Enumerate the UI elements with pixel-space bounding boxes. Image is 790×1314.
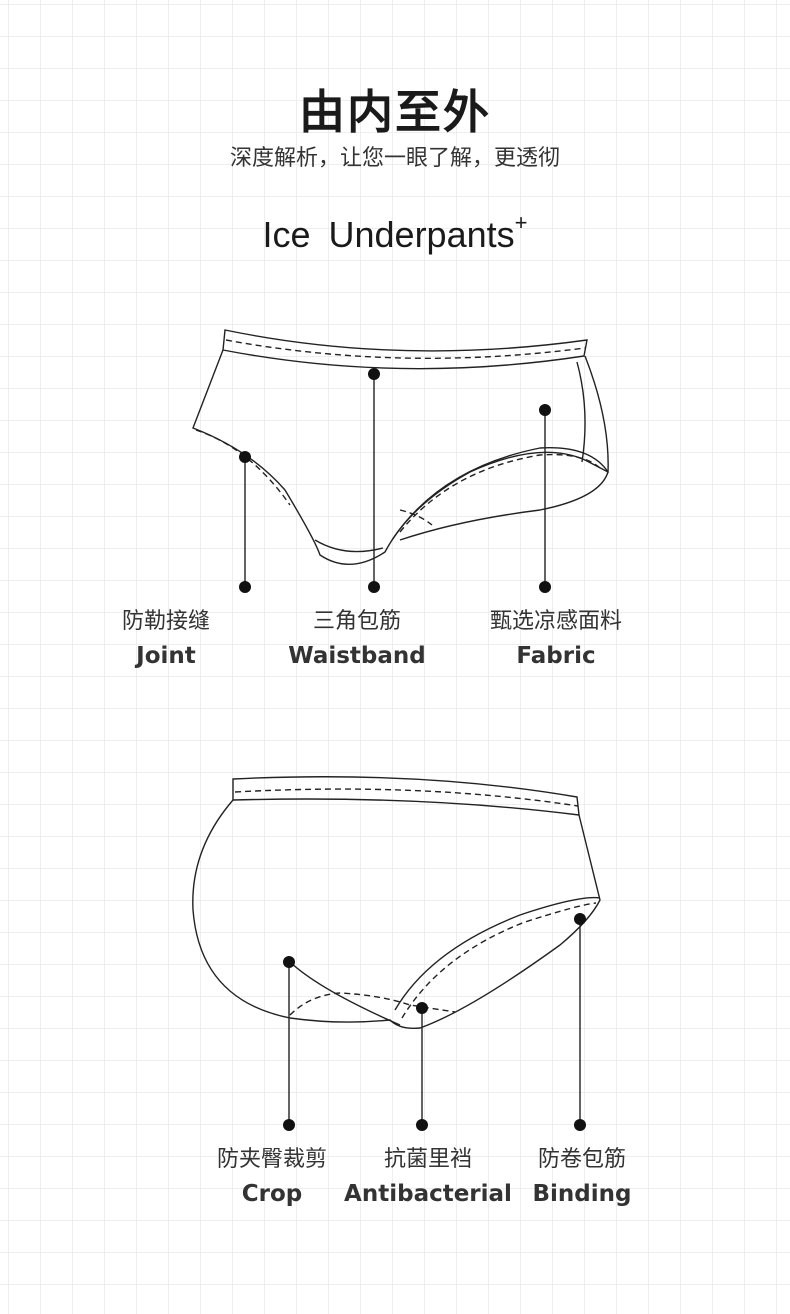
front-side-seam xyxy=(576,361,586,463)
dot-waistband-top xyxy=(368,368,380,380)
front-crotch-line xyxy=(314,539,384,553)
callout-antibacterial: 抗菌里裆 Antibacterial xyxy=(344,1145,512,1211)
front-callout-dots xyxy=(239,368,551,593)
product-plus-mark: + xyxy=(514,210,528,235)
callout-waistband-cn: 三角包筋 xyxy=(312,609,401,634)
dot-crop-bottom xyxy=(283,1119,295,1131)
back-waistband-stitch xyxy=(234,788,579,807)
callout-fabric-cn: 甄选凉感面料 xyxy=(489,609,623,634)
front-gusset-stitch xyxy=(399,509,433,526)
page-title: 由内至外 xyxy=(299,85,491,139)
callout-antibacterial-cn: 抗菌里裆 xyxy=(383,1147,472,1172)
back-body-shape xyxy=(192,799,601,1030)
front-waistband-shape xyxy=(222,329,588,370)
back-leg-stitch xyxy=(401,902,597,1019)
front-left-stitch xyxy=(195,429,291,506)
back-gusset-stitch xyxy=(289,992,456,1016)
callout-fabric-en: Fabric xyxy=(516,643,596,669)
page-subtitle: 深度解析，让您一眼了解，更透彻 xyxy=(229,146,560,171)
callout-waistband: 三角包筋 Waistband xyxy=(288,607,425,673)
callout-crop-en: Crop xyxy=(241,1181,303,1207)
back-waistband-shape xyxy=(232,776,580,816)
callout-joint-cn: 防勒接缝 xyxy=(121,609,211,634)
dot-binding-top xyxy=(574,913,586,925)
back-callout-dots xyxy=(283,913,586,1131)
dot-joint-bottom xyxy=(239,581,251,593)
dot-fabric-top xyxy=(539,404,551,416)
dot-fabric-bottom xyxy=(539,581,551,593)
callout-antibacterial-en: Antibacterial xyxy=(344,1181,512,1207)
dot-binding-bottom xyxy=(574,1119,586,1131)
front-waistband-stitch xyxy=(225,339,586,359)
callout-binding-cn: 防卷包筋 xyxy=(537,1147,627,1172)
dot-joint-top xyxy=(239,451,251,463)
callout-binding: 防卷包筋 Binding xyxy=(533,1145,632,1211)
front-leg-opening xyxy=(391,447,609,541)
product-name: Ice Underpants+ xyxy=(0,210,790,256)
callout-crop: 防夹臀裁剪 Crop xyxy=(217,1145,327,1211)
callout-joint: 防勒接缝 Joint xyxy=(122,607,210,673)
callout-joint-en: Joint xyxy=(136,643,196,669)
back-crease xyxy=(289,961,401,1026)
back-garment-outline xyxy=(192,776,601,1030)
front-leg-stitch xyxy=(399,453,603,533)
dot-waistband-bottom xyxy=(368,581,380,593)
callout-crop-cn: 防夹臀裁剪 xyxy=(216,1147,328,1172)
dot-antibacterial-top xyxy=(416,1002,428,1014)
callout-binding-en: Binding xyxy=(532,1181,632,1207)
dot-crop-top xyxy=(283,956,295,968)
dot-antibacterial-bottom xyxy=(416,1119,428,1131)
front-garment-outline xyxy=(192,329,609,565)
back-leader-lines xyxy=(288,919,581,1125)
front-leader-lines xyxy=(244,374,546,587)
back-leg-opening xyxy=(394,896,601,1011)
callout-waistband-en: Waistband xyxy=(288,643,426,669)
callout-fabric: 甄选凉感面料 Fabric xyxy=(490,607,622,673)
product-name-text: Ice Underpants xyxy=(262,214,515,255)
